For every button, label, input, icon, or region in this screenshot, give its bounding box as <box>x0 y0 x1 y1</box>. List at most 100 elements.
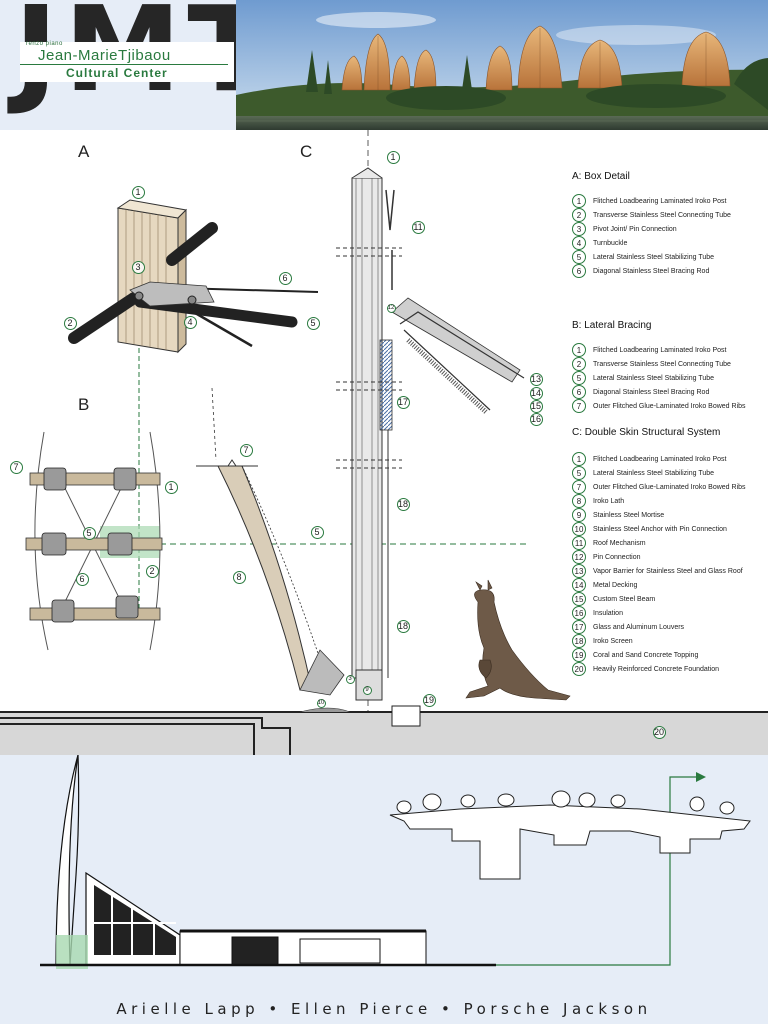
legend-item: 12 Pin Connection <box>572 550 746 564</box>
bowed-rib-elevation <box>196 387 345 696</box>
legend-item: 9 Stainless Steel Mortise <box>572 508 746 522</box>
legend-title: C: Double Skin Structural System <box>572 427 721 438</box>
callout-4: 4 <box>183 315 197 329</box>
legend-text: Outer Flitched Glue-Laminated Iroko Bowe… <box>593 483 746 491</box>
callout-3: 3 <box>131 260 145 274</box>
callout-3: 3 <box>345 674 355 684</box>
legend-text: Transverse Stainless Steel Connecting Tu… <box>593 211 731 219</box>
callout-15: 15 <box>529 399 543 413</box>
legend-text: Coral and Sand Concrete Topping <box>593 651 699 659</box>
legend-number: 5 <box>572 466 586 480</box>
legend-item: 5 Lateral Stainless Steel Stabilizing Tub… <box>572 371 746 385</box>
callout-7: 7 <box>239 443 253 457</box>
double-skin-section <box>336 130 525 740</box>
callout-5: 5 <box>306 316 320 330</box>
legend-item: 1 Flitched Loadbearing Laminated Iroko Po… <box>572 452 746 466</box>
callout-5: 5 <box>82 526 96 540</box>
legend-number: 12 <box>572 550 586 564</box>
callout-1: 1 <box>386 150 400 164</box>
callout-18: 18 <box>396 619 410 633</box>
legend-text: Flitched Loadbearing Laminated Iroko Pos… <box>593 197 727 205</box>
architect-credit: renzo piano <box>26 41 63 47</box>
legend-number: 2 <box>572 357 586 371</box>
project-title: Jean-MarieTjibaou <box>38 47 171 64</box>
callout-9: 9 <box>362 685 372 695</box>
callout-18: 18 <box>396 497 410 511</box>
legend-number: 1 <box>572 452 586 466</box>
callout-5: 5 <box>310 525 324 539</box>
callout-14: 14 <box>529 386 543 400</box>
legend-item: 16 Insulation <box>572 606 746 620</box>
legend-item: 5 Lateral Stainless Steel Stabilizing Tub… <box>572 466 746 480</box>
legend-number: 16 <box>572 606 586 620</box>
legend-text: Lateral Stainless Steel Stabilizing Tube <box>593 469 715 477</box>
callout-8: 8 <box>232 570 246 584</box>
legend-text: Stainless Steel Mortise <box>593 511 665 519</box>
legend-number: 8 <box>572 494 586 508</box>
legend-text: Glass and Aluminum Louvers <box>593 623 685 631</box>
legend-title: B: Lateral Bracing <box>572 320 652 331</box>
legend-text: Iroko Lath <box>593 497 625 505</box>
legend-number: 9 <box>572 508 586 522</box>
building-section-panel <box>0 754 768 1024</box>
legend-text: Flitched Loadbearing Laminated Iroko Pos… <box>593 455 727 463</box>
legend-number: 3 <box>572 222 586 236</box>
legend-text: Heavily Reinforced Concrete Foundation <box>593 665 720 673</box>
title-band <box>20 42 234 82</box>
section-label-c: C <box>300 142 313 161</box>
authors-credit: Arielle Lapp • Ellen Pierce • Porsche Ja… <box>116 1000 652 1018</box>
legend-text: Lateral Stainless Steel Stabilizing Tube <box>593 374 715 382</box>
section-label-a: A <box>78 142 90 161</box>
lateral-bracing-diagram <box>25 431 526 651</box>
legend-text: Insulation <box>593 609 623 617</box>
callout-2: 2 <box>145 564 159 578</box>
legend-text: Diagonal Stainless Steel Bracing Rod <box>593 388 710 396</box>
legend-text: Metal Decking <box>593 581 638 589</box>
legend-text: Transverse Stainless Steel Connecting Tu… <box>593 360 731 368</box>
ground-foundation <box>0 705 768 755</box>
callout-6: 6 <box>278 271 292 285</box>
callout-1: 1 <box>131 185 145 199</box>
callout-10: 10 <box>316 698 326 708</box>
legend-item: 8 Iroko Lath <box>572 494 746 508</box>
legend-number: 6 <box>572 264 586 278</box>
legend-number: 13 <box>572 564 586 578</box>
legend-item: 13 Vapor Barrier for Stainless Steel and … <box>572 564 746 578</box>
kangaroo-scale-figure <box>465 579 571 701</box>
legend-number: 15 <box>572 592 586 606</box>
box-detail-diagram <box>68 199 319 620</box>
callout-20: 20 <box>652 725 666 739</box>
section-label-b: B <box>78 395 90 414</box>
construction-detail-drawing <box>0 130 768 755</box>
legend-text: Vapor Barrier for Stainless Steel and Gl… <box>593 567 743 575</box>
legend-number: 5 <box>572 371 586 385</box>
callout-2: 2 <box>63 316 77 330</box>
callout-16: 16 <box>529 412 543 426</box>
callout-12: 12 <box>386 303 396 313</box>
callout-19: 19 <box>422 693 436 707</box>
legend-text: Turnbuckle <box>593 239 628 247</box>
legend-number: 1 <box>572 343 586 357</box>
legend-double-skin: C: Double Skin Structural System 1 Flitch… <box>572 427 746 676</box>
legend-title: A: Box Detail <box>572 171 630 182</box>
legend-text: Pin Connection <box>593 553 641 561</box>
